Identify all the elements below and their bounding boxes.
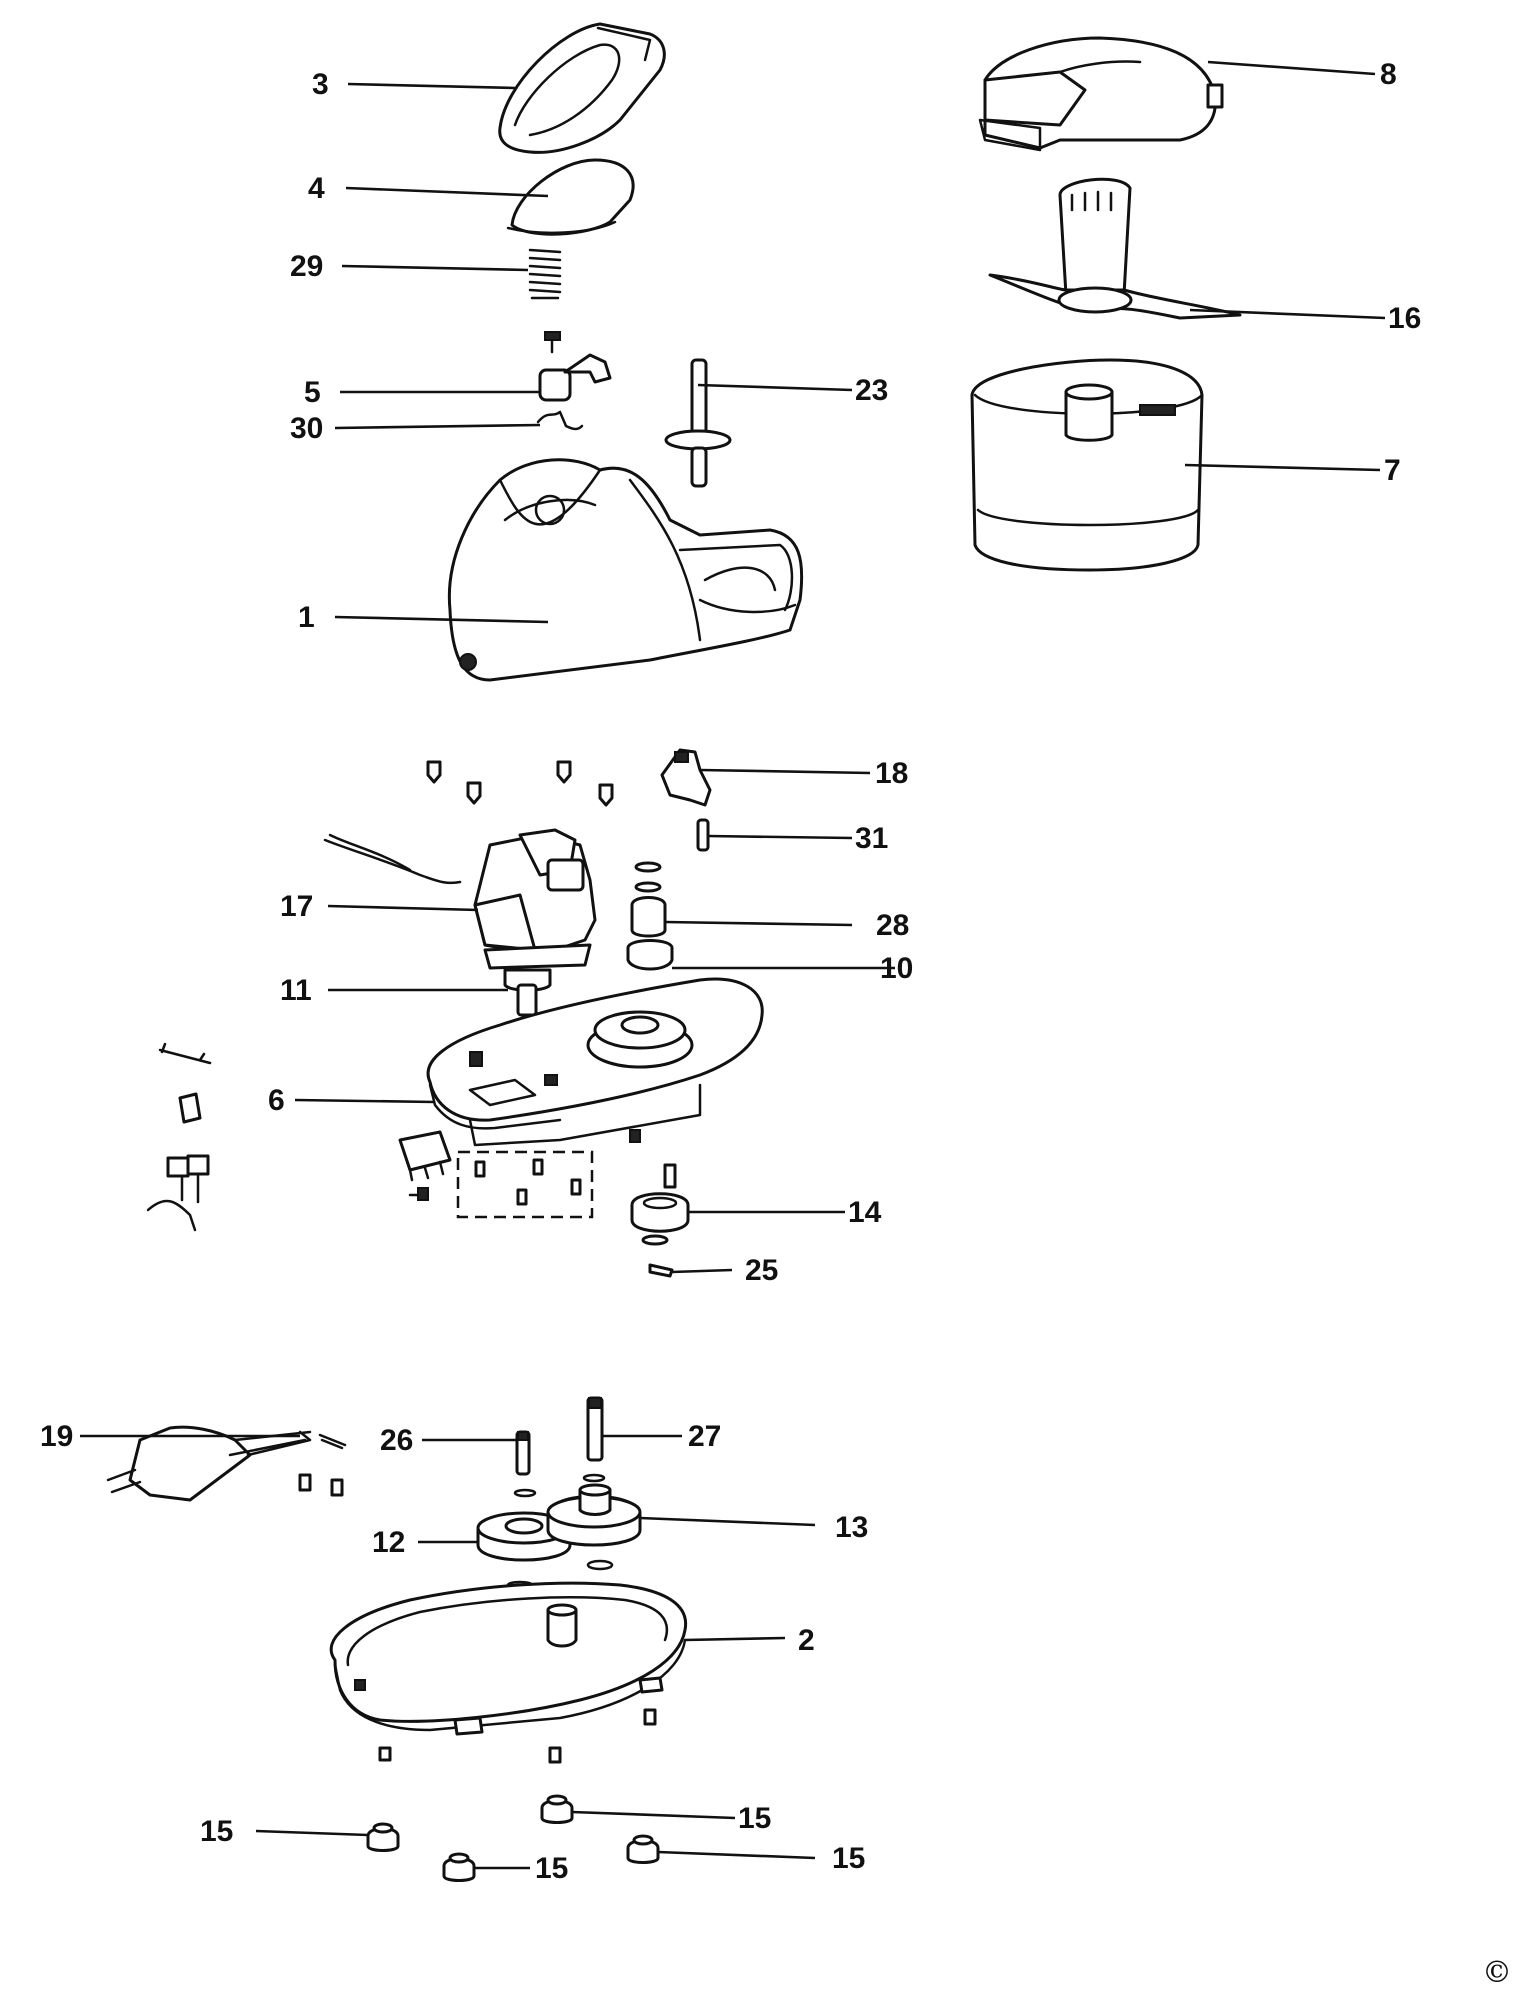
label-part-31: 31 (855, 822, 888, 855)
part-14-gear (630, 1163, 690, 1246)
part-26-shaft (515, 1430, 531, 1476)
part-30-clip (536, 410, 584, 431)
switch-block (398, 1130, 452, 1201)
label-part-26: 26 (380, 1424, 413, 1457)
screws-upper (426, 760, 614, 807)
leader-lines (80, 60, 1386, 1870)
part-29-spring (528, 248, 562, 300)
label-part-15-center-bottom: 15 (535, 1852, 568, 1885)
label-part-19: 19 (40, 1420, 73, 1453)
label-part-16: 16 (1388, 302, 1421, 335)
label-part-13: 13 (835, 1511, 868, 1544)
part-19-power-cord (106, 1425, 347, 1502)
copyright-mark: © (1482, 1955, 1512, 1990)
part-4-button (506, 158, 635, 236)
part-15-foot-left (366, 1822, 400, 1852)
part-8-lid (978, 36, 1224, 152)
part-27-shaft (586, 1396, 604, 1462)
label-part-12: 12 (372, 1526, 405, 1559)
part-11-shaft (503, 968, 552, 1017)
part-23-shaft (664, 358, 732, 488)
label-part-14: 14 (848, 1196, 882, 1229)
label-part-25: 25 (745, 1254, 778, 1287)
part-labels: 3 4 29 5 30 23 1 8 16 7 18 31 17 28 11 1… (40, 58, 1421, 1885)
label-part-23: 23 (855, 374, 888, 407)
screw-kit-box (456, 1150, 594, 1219)
label-part-18: 18 (875, 757, 908, 790)
wiring-small-parts (146, 1042, 212, 1232)
label-part-29: 29 (290, 250, 323, 283)
label-part-7: 7 (1384, 454, 1401, 487)
label-part-15-left: 15 (200, 1815, 233, 1848)
part-2-base (329, 1580, 688, 1736)
part-7-bowl (970, 358, 1204, 572)
part-3-top-cover (498, 22, 666, 154)
part-1-housing (447, 458, 804, 682)
screws-lower (378, 1708, 657, 1764)
part-31-pin (696, 818, 710, 852)
label-part-10: 10 (880, 952, 913, 985)
part-28-bushing (630, 861, 667, 938)
label-part-15-right: 15 (832, 1842, 865, 1875)
label-part-2: 2 (798, 1624, 815, 1657)
part-16-blade (988, 177, 1242, 320)
part-10-bushing (626, 939, 674, 971)
label-part-8: 8 (1380, 58, 1397, 91)
label-part-1: 1 (298, 601, 315, 634)
part-25-screw (648, 1263, 674, 1278)
part-15-foot-center-bottom (442, 1852, 476, 1882)
label-part-5: 5 (304, 376, 321, 409)
part-13-gear (546, 1473, 642, 1571)
label-part-11: 11 (280, 974, 312, 1007)
label-part-6: 6 (268, 1084, 285, 1117)
part-6-motor-plate (426, 977, 764, 1147)
part-18-bracket (660, 748, 712, 807)
part-15-foot-right (626, 1834, 660, 1864)
label-part-15-center-top: 15 (738, 1802, 771, 1835)
label-part-28: 28 (876, 909, 909, 942)
label-part-4: 4 (308, 172, 325, 205)
part-17-motor (323, 828, 597, 970)
label-part-17: 17 (280, 890, 313, 923)
label-part-27: 27 (688, 1420, 721, 1453)
part-5-switch (538, 331, 612, 402)
part-15-foot-center-top (540, 1794, 574, 1824)
label-part-30: 30 (290, 412, 323, 445)
label-part-3: 3 (312, 68, 329, 101)
